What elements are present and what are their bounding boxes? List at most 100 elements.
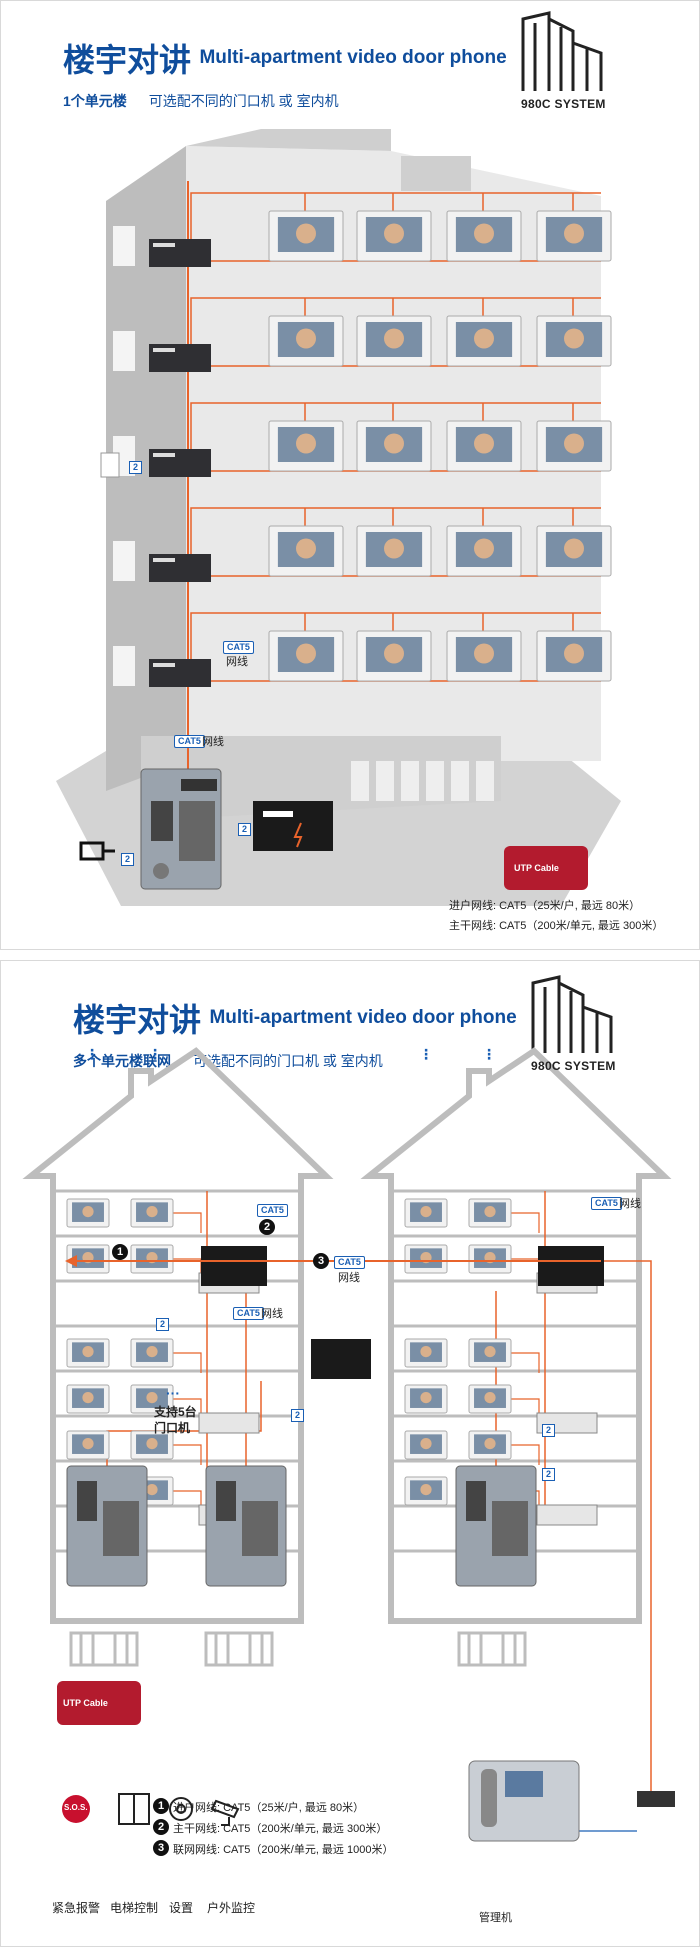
legend1-line2: 主干网线: CAT5（200米/单元, 最远 300米）: [449, 920, 664, 932]
net-label-lower: 网线: [261, 1308, 283, 1320]
converter-extra: [311, 1339, 371, 1379]
badge-2-converter: 2: [238, 823, 251, 836]
indoor-monitor-1-3: [536, 315, 612, 367]
indoor-monitor-3-0: [268, 525, 344, 577]
cat5-tag-upper: CAT5: [223, 641, 254, 654]
monitor-b0-2-a: [66, 1338, 110, 1368]
manager-wire: [601, 1260, 652, 1799]
indoor-monitor-1-1: [356, 315, 432, 367]
badge-2-c: 2: [542, 1468, 555, 1481]
badge-2-a: 2: [291, 1409, 304, 1422]
management-station: [468, 1760, 580, 1842]
wiring-group: [187, 181, 601, 771]
num-2: 2: [259, 1219, 275, 1235]
monitor-b0-3-b: [130, 1384, 174, 1414]
cat5-tag-right: CAT5: [591, 1197, 622, 1210]
indoor-monitor-4-2: [446, 630, 522, 682]
utp-label-2: UTP Cable: [63, 1698, 108, 1708]
sos-icon: [62, 1795, 90, 1823]
elevator-icon: [118, 1793, 150, 1825]
door-station-unit: [140, 768, 222, 890]
panel1-subtitle: 1个单元楼可选配不同的门口机 或 室内机: [63, 91, 339, 111]
monitor-b1-3-a: [404, 1384, 448, 1414]
legend2-line1: 进户网线: CAT5（25米/户, 最远 80米）: [173, 1802, 365, 1814]
multi-building-panel: 楼宇对讲 Multi-apartment video door phone 多个…: [0, 960, 700, 1947]
legend2-line3: 联网网线: CAT5（200米/单元, 最远 1000米）: [173, 1844, 394, 1856]
converter-left: [201, 1246, 267, 1286]
badge-2-side: 2: [129, 461, 142, 474]
indoor-monitor-4-0: [268, 630, 344, 682]
utp-cable-badge: [504, 846, 588, 890]
legend1-line1: 进户网线: CAT5（25米/户, 最远 80米）: [449, 900, 641, 912]
single-building-diagram: [56, 11, 621, 906]
indoor-monitor-0-1: [356, 210, 432, 262]
icon-label-elevator: 电梯控制: [109, 1901, 158, 1915]
system-logo-icon: [521, 11, 603, 91]
monitor-b1-2-a: [404, 1338, 448, 1368]
indoor-monitor-4-3: [536, 630, 612, 682]
sos-text: S.O.S.: [64, 1803, 88, 1812]
legend2-num-1: 1: [153, 1798, 169, 1814]
support-dots: ···: [166, 1385, 180, 1401]
monitor-b1-2-b: [468, 1338, 512, 1368]
utp-label-1: UTP Cable: [514, 863, 559, 873]
cat5-tag-lower: CAT5: [174, 735, 205, 748]
net-label-middle: 网线: [338, 1272, 360, 1284]
panel2-title-cn: 楼宇对讲: [73, 1002, 202, 1038]
floor-wire-top-4: [190, 612, 601, 661]
vdots-b: ⋮: [148, 1046, 164, 1062]
settings-gear-icon: [169, 1797, 193, 1821]
manager-label: 管理机: [479, 1912, 512, 1924]
monitor-b1-4-a: [404, 1430, 448, 1460]
system-logo-icon: [531, 975, 613, 1053]
floor-wire-top-0: [190, 192, 601, 241]
indoor-monitor-4-1: [356, 630, 432, 682]
panel2-title: 楼宇对讲 Multi-apartment video door phone: [73, 995, 517, 1041]
management-switch: [637, 1791, 675, 1807]
support-label-2: 门口机: [154, 1421, 191, 1435]
num-1: 1: [112, 1244, 128, 1260]
badge-2-camera: 2: [121, 853, 134, 866]
monitor-b0-1-b: [130, 1244, 174, 1274]
monitor-b0-0-a: [66, 1198, 110, 1228]
legend2-line2: 主干网线: CAT5（200米/单元, 最远 300米）: [173, 1823, 388, 1835]
panel1-logo-label: 980C SYSTEM: [521, 97, 606, 111]
panel2-sub-text: 可选配不同的门口机 或 室内机: [193, 1053, 383, 1069]
gates: [69, 1631, 527, 1667]
floor-wire-top-2: [190, 402, 601, 451]
indoor-monitor-0-2: [446, 210, 522, 262]
indoor-monitor-3-2: [446, 525, 522, 577]
monitor-b0-4-a: [66, 1430, 110, 1460]
switch-b1-5: [536, 1504, 598, 1526]
monitor-b0-4-b: [130, 1430, 174, 1460]
monitor-b1-0-b: [468, 1198, 512, 1228]
legend2-num-2: 2: [153, 1819, 169, 1835]
outdoor-camera-icon: [79, 841, 115, 861]
monitor-b1-5-a: [404, 1476, 448, 1506]
net-label-right: 网线: [619, 1198, 641, 1210]
monitor-b1-4-b: [468, 1430, 512, 1460]
support-label: 支持5台: [154, 1405, 197, 1419]
switch-b0-3: [198, 1412, 260, 1434]
indoor-monitors-group: [268, 210, 612, 682]
single-building-panel: 楼宇对讲 Multi-apartment video door phone 1个…: [0, 0, 700, 950]
building-side-windows: [113, 226, 135, 686]
monitor-b0-3-a: [66, 1384, 110, 1414]
indoor-monitor-3-3: [536, 525, 612, 577]
indoor-monitor-2-1: [356, 420, 432, 472]
num-3: 3: [313, 1253, 329, 1269]
monitor-b1-0-a: [404, 1198, 448, 1228]
signal-converter-box: [253, 801, 333, 851]
vdots-c: ⋮: [419, 1046, 435, 1062]
wiring-group-2: [106, 1191, 652, 1832]
cat5-tag-lower: CAT5: [233, 1307, 264, 1320]
net-label-lower: 网线: [202, 736, 224, 748]
net-label-upper: 网线: [226, 656, 248, 668]
icon-label-alarm: 紧急报警: [51, 1901, 100, 1915]
panel2-logo-label: 980C SYSTEM: [531, 1059, 616, 1073]
floor-wire-top-1: [190, 297, 601, 346]
vdots-d: ⋮: [482, 1046, 498, 1062]
converter-right: [538, 1246, 604, 1286]
side-module: [100, 452, 120, 478]
indoor-monitors-group-2: [66, 1198, 512, 1506]
